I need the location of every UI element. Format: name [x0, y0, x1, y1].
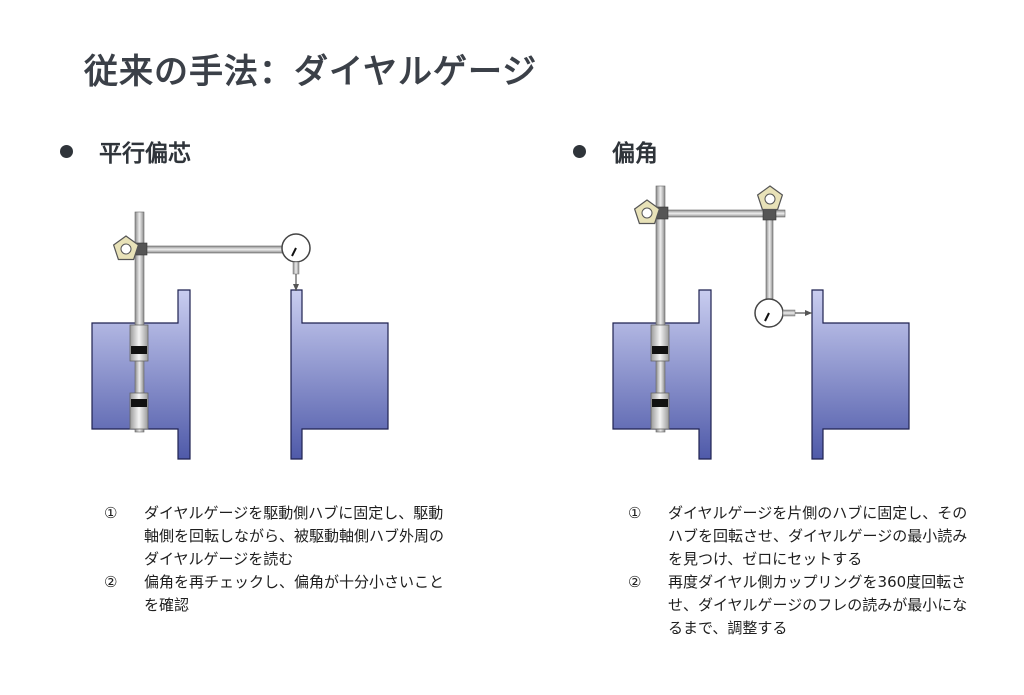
section-heading-parallel-offset: 平行偏芯: [60, 134, 191, 168]
step-number: ①: [628, 504, 642, 522]
rod-clamp-upper: [650, 324, 670, 362]
step-text: ダイヤルゲージを片側のハブに固定し、そのハブを回転させ、ダイヤルゲージの最小読み…: [668, 504, 968, 568]
driven-hub: [290, 289, 389, 460]
step-item: ② 偏角を再チェックし、偏角が十分小さいことを確認: [104, 571, 444, 617]
bullet-dot-icon: [60, 145, 73, 158]
angular-diagram: [612, 185, 910, 460]
section-heading-angular: 偏角: [573, 134, 658, 168]
dial-gauge-icon: [754, 298, 812, 328]
horizontal-arm: [143, 245, 285, 254]
parallel-offset-diagram: [91, 211, 389, 460]
knob-screw-icon: [633, 199, 661, 225]
step-number: ①: [104, 504, 118, 522]
step-text: ダイヤルゲージを駆動側ハブに固定し、駆動軸側を回転しながら、被駆動軸側ハブ外周の…: [144, 504, 445, 568]
rod-clamp-lower: [129, 392, 149, 430]
bullet-dot-icon: [573, 145, 586, 158]
step-number: ②: [628, 573, 642, 591]
driven-hub: [811, 289, 910, 460]
page-title: 従来の手法：ダイヤルゲージ: [84, 52, 538, 92]
step-text: 偏角を再チェックし、偏角が十分小さいことを確認: [144, 573, 445, 614]
knob-screw-icon: [756, 185, 784, 211]
vertical-rod: [655, 185, 666, 433]
vertical-rod: [134, 211, 145, 433]
right-steps-list: ① ダイヤルゲージを片側のハブに固定し、そのハブを回転させ、ダイヤルゲージの最小…: [628, 502, 978, 640]
step-item: ① ダイヤルゲージを片側のハブに固定し、そのハブを回転させ、ダイヤルゲージの最小…: [628, 502, 978, 571]
step-text: 再度ダイヤル側カップリングを360度回転させ、ダイヤルゲージのフレの読みが最小に…: [668, 573, 968, 637]
dial-gauge-icon: [281, 233, 311, 291]
step-number: ②: [104, 573, 118, 591]
rod-clamp-lower: [650, 392, 670, 430]
drop-rod: [765, 216, 774, 300]
step-item: ① ダイヤルゲージを駆動側ハブに固定し、駆動軸側を回転しながら、被駆動軸側ハブ外…: [104, 502, 444, 571]
rod-clamp-upper: [129, 324, 149, 362]
left-steps-list: ① ダイヤルゲージを駆動側ハブに固定し、駆動軸側を回転しながら、被駆動軸側ハブ外…: [104, 502, 444, 617]
section-heading-label: 平行偏芯: [99, 141, 191, 167]
step-item: ② 再度ダイヤル側カップリングを360度回転させ、ダイヤルゲージのフレの読みが最…: [628, 571, 978, 640]
knob-screw-icon: [112, 235, 140, 261]
section-heading-label: 偏角: [612, 141, 658, 167]
